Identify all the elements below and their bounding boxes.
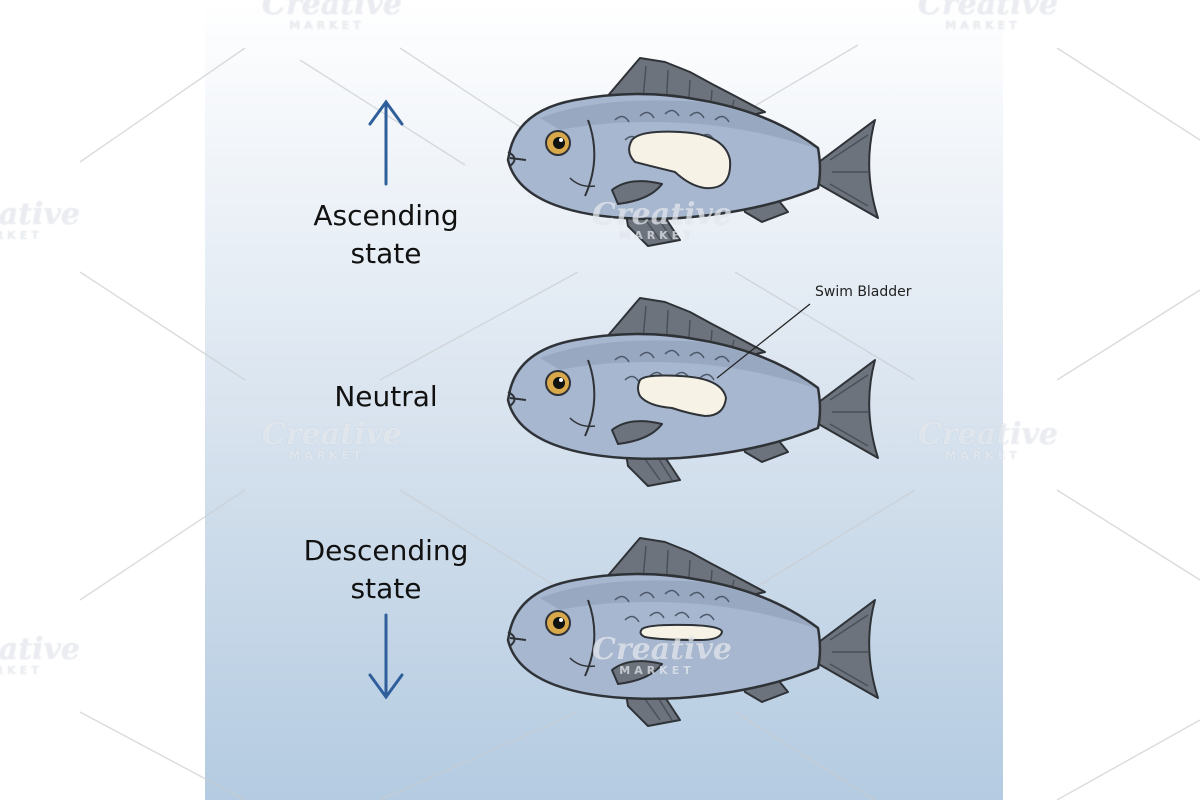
fish-descending	[506, 536, 880, 728]
descending-label: Descending state	[271, 532, 501, 608]
watermark-lines	[79, 44, 1200, 800]
down-arrow-icon	[368, 613, 404, 700]
swim-bladder-large	[628, 130, 732, 190]
swim-bladder-label: Swim Bladder	[815, 284, 912, 300]
swim-bladder-small	[639, 623, 724, 642]
descending-label-line1: Descending	[303, 534, 469, 567]
swim-bladder-medium	[637, 374, 728, 418]
up-arrow-icon	[368, 99, 404, 186]
ascending-label-line2: state	[350, 237, 422, 270]
swim-bladder-callout-line	[716, 303, 811, 379]
ascending-label-line1: Ascending	[313, 199, 459, 232]
descending-label-line2: state	[350, 572, 422, 605]
fish-ascending	[506, 56, 880, 248]
neutral-label: Neutral	[286, 378, 486, 416]
neutral-label-text: Neutral	[334, 380, 438, 413]
fish-neutral	[506, 296, 880, 488]
ascending-label: Ascending state	[286, 197, 486, 273]
